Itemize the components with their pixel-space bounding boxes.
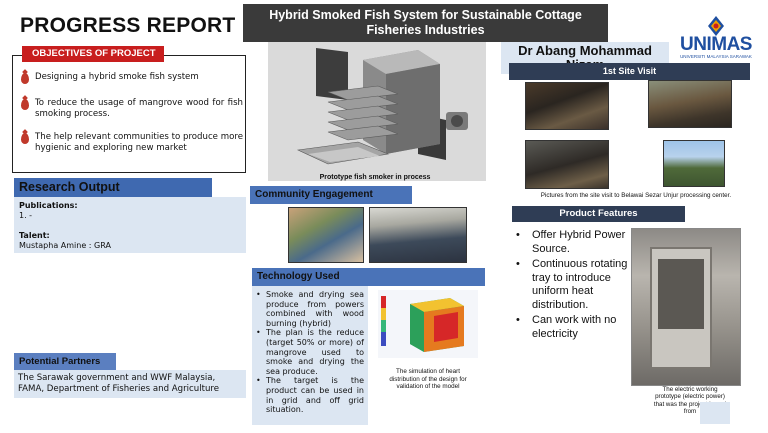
prototype-window [658, 259, 704, 329]
logo-subtext: UNIVERSITI MALAYSIA SARAWAK [680, 54, 752, 59]
objective-text: Designing a hybrid smoke fish system [35, 72, 199, 82]
partners-heading: Potential Partners [14, 353, 116, 370]
site-visit-photo [648, 80, 732, 128]
page-title: PROGRESS REPORT [20, 14, 236, 37]
logo-text: UNIMAS [680, 34, 752, 55]
electric-prototype-photo [631, 228, 741, 386]
electric-prototype-caption: The electric working prototype (electric… [653, 386, 727, 416]
project-title: Hybrid Smoked Fish System for Sustainabl… [243, 4, 608, 42]
site-visit-photo [663, 140, 725, 187]
community-heading: Community Engagement [250, 186, 412, 204]
product-feature: Can work with no electricity [514, 314, 628, 341]
heat-simulation-caption: The simulation of heart distribution of … [389, 368, 467, 390]
product-feature: Continuous rotating tray to introduce un… [514, 258, 628, 312]
site-visit-heading: 1st Site Visit [509, 63, 750, 80]
technology-heading: Technology Used [252, 268, 485, 286]
objective-item: To reduce the usage of mangrove wood for… [21, 98, 243, 120]
community-photo [288, 207, 364, 263]
research-output-panel: Publications: 1. - Talent: Mustapha Amin… [14, 197, 246, 253]
publications-item: 1. - [19, 211, 33, 220]
site-visit-caption: Pictures from the site visit to Belawai … [540, 192, 732, 199]
corner-block [700, 402, 730, 424]
community-photo [369, 207, 467, 263]
heat-simulation-image [378, 290, 478, 358]
partners-text: The Sarawak government and WWF Malaysia,… [14, 370, 246, 398]
product-features-heading: Product Features [512, 206, 685, 222]
drop-icon [21, 73, 29, 84]
research-output-heading: Research Output [14, 178, 212, 197]
objective-text: The help relevant communities to produce… [35, 132, 243, 153]
technology-item: The plan is the reduce (target 50% or mo… [256, 328, 364, 376]
site-visit-photo [525, 140, 609, 189]
prototype-caption: Prototype fish smoker in process [319, 174, 431, 181]
talent-label: Talent: [19, 231, 50, 240]
prototype-render-image [268, 42, 486, 181]
drop-icon [21, 133, 29, 144]
unimas-logo: UNIMAS UNIVERSITI MALAYSIA SARAWAK [672, 14, 760, 62]
publications-label: Publications: [19, 201, 78, 210]
technology-item: Smoke and drying sea produce from powers… [256, 290, 364, 328]
site-visit-photo [525, 82, 609, 130]
technology-panel: Smoke and drying sea produce from powers… [252, 286, 368, 425]
objectives-label: OBJECTIVES OF PROJECT [22, 46, 164, 62]
product-feature: Offer Hybrid Power Source. [514, 229, 628, 256]
talent-value: Mustapha Amine : GRA [19, 241, 111, 250]
objective-item: Designing a hybrid smoke fish system [21, 72, 243, 84]
product-features-list: Offer Hybrid Power Source. Continuous ro… [514, 229, 628, 343]
technology-item: The target is the product can be used in… [256, 376, 364, 414]
objective-text: To reduce the usage of mangrove wood for… [35, 98, 243, 119]
objectives-box: Designing a hybrid smoke fish system To … [12, 55, 246, 173]
drop-icon [21, 99, 29, 110]
objective-item: The help relevant communities to produce… [21, 132, 243, 154]
